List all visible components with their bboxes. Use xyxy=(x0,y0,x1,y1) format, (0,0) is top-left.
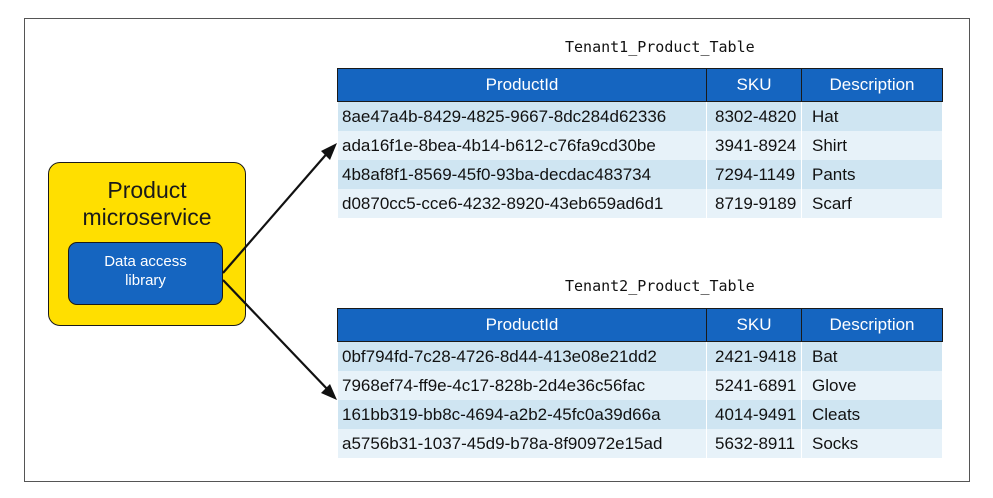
cell-sku: 8302-4820 xyxy=(706,101,802,131)
cell-productid: 161bb319-bb8c-4694-a2b2-45fc0a39d66a xyxy=(337,400,707,429)
tenant2-table-caption: Tenant2_Product_Table xyxy=(565,277,755,295)
cell-description: Cleats xyxy=(801,400,943,429)
table-row: d0870cc5-cce6-4232-8920-43eb659ad6d1 871… xyxy=(337,189,943,218)
table-row: 7968ef74-ff9e-4c17-828b-2d4e36c56fac 524… xyxy=(337,371,943,400)
cell-description: Bat xyxy=(801,341,943,371)
library-title-line1: Data access xyxy=(104,253,187,270)
tenant2-product-table: ProductId SKU Description 0bf794fd-7c28-… xyxy=(337,308,943,458)
library-title: Data access library xyxy=(69,252,222,290)
cell-description: Pants xyxy=(801,160,943,189)
table-row: ada16f1e-8bea-4b14-b612-c76fa9cd30be 394… xyxy=(337,131,943,160)
header-productid: ProductId xyxy=(337,68,707,102)
cell-sku: 8719-9189 xyxy=(706,189,802,218)
cell-productid: d0870cc5-cce6-4232-8920-43eb659ad6d1 xyxy=(337,189,707,218)
arrowhead-tenant2 xyxy=(321,384,337,400)
cell-sku: 3941-8924 xyxy=(706,131,802,160)
cell-description: Hat xyxy=(801,101,943,131)
cell-description: Socks xyxy=(801,429,943,458)
product-microservice-box: Product microservice Data access library xyxy=(48,162,246,326)
table-row: 0bf794fd-7c28-4726-8d44-413e08e21dd2 242… xyxy=(337,341,943,371)
cell-sku: 5241-6891 xyxy=(706,371,802,400)
header-description: Description xyxy=(801,68,943,102)
cell-description: Glove xyxy=(801,371,943,400)
cell-productid: ada16f1e-8bea-4b14-b612-c76fa9cd30be xyxy=(337,131,707,160)
table-header-row: ProductId SKU Description xyxy=(337,308,943,342)
table-row: a5756b31-1037-45d9-b78a-8f90972e15ad 563… xyxy=(337,429,943,458)
cell-productid: 4b8af8f1-8569-45f0-93ba-decdac483734 xyxy=(337,160,707,189)
header-sku: SKU xyxy=(706,308,802,342)
cell-sku: 7294-1149 xyxy=(706,160,802,189)
cell-productid: 0bf794fd-7c28-4726-8d44-413e08e21dd2 xyxy=(337,341,707,371)
table-header-row: ProductId SKU Description xyxy=(337,68,943,102)
table-row: 161bb319-bb8c-4694-a2b2-45fc0a39d66a 401… xyxy=(337,400,943,429)
microservice-title-line2: microservice xyxy=(82,204,212,230)
header-description: Description xyxy=(801,308,943,342)
header-sku: SKU xyxy=(706,68,802,102)
header-productid: ProductId xyxy=(337,308,707,342)
tenant1-product-table: ProductId SKU Description 8ae47a4b-8429-… xyxy=(337,68,943,218)
data-access-library-box: Data access library xyxy=(68,242,223,305)
microservice-title: Product microservice xyxy=(49,177,245,231)
microservice-title-line1: Product xyxy=(107,177,187,203)
cell-productid: a5756b31-1037-45d9-b78a-8f90972e15ad xyxy=(337,429,707,458)
table-row: 4b8af8f1-8569-45f0-93ba-decdac483734 729… xyxy=(337,160,943,189)
cell-productid: 8ae47a4b-8429-4825-9667-8dc284d62336 xyxy=(337,101,707,131)
table-row: 8ae47a4b-8429-4825-9667-8dc284d62336 830… xyxy=(337,101,943,131)
cell-description: Scarf xyxy=(801,189,943,218)
cell-sku: 4014-9491 xyxy=(706,400,802,429)
cell-sku: 2421-9418 xyxy=(706,341,802,371)
arrowhead-tenant1 xyxy=(321,143,337,160)
diagram-frame xyxy=(24,18,970,482)
arrow-to-tenant1-table xyxy=(222,149,331,274)
cell-description: Shirt xyxy=(801,131,943,160)
tenant1-table-caption: Tenant1_Product_Table xyxy=(565,38,755,56)
cell-sku: 5632-8911 xyxy=(706,429,802,458)
arrow-to-tenant2-table xyxy=(222,279,331,393)
cell-productid: 7968ef74-ff9e-4c17-828b-2d4e36c56fac xyxy=(337,371,707,400)
library-title-line2: library xyxy=(125,272,166,289)
